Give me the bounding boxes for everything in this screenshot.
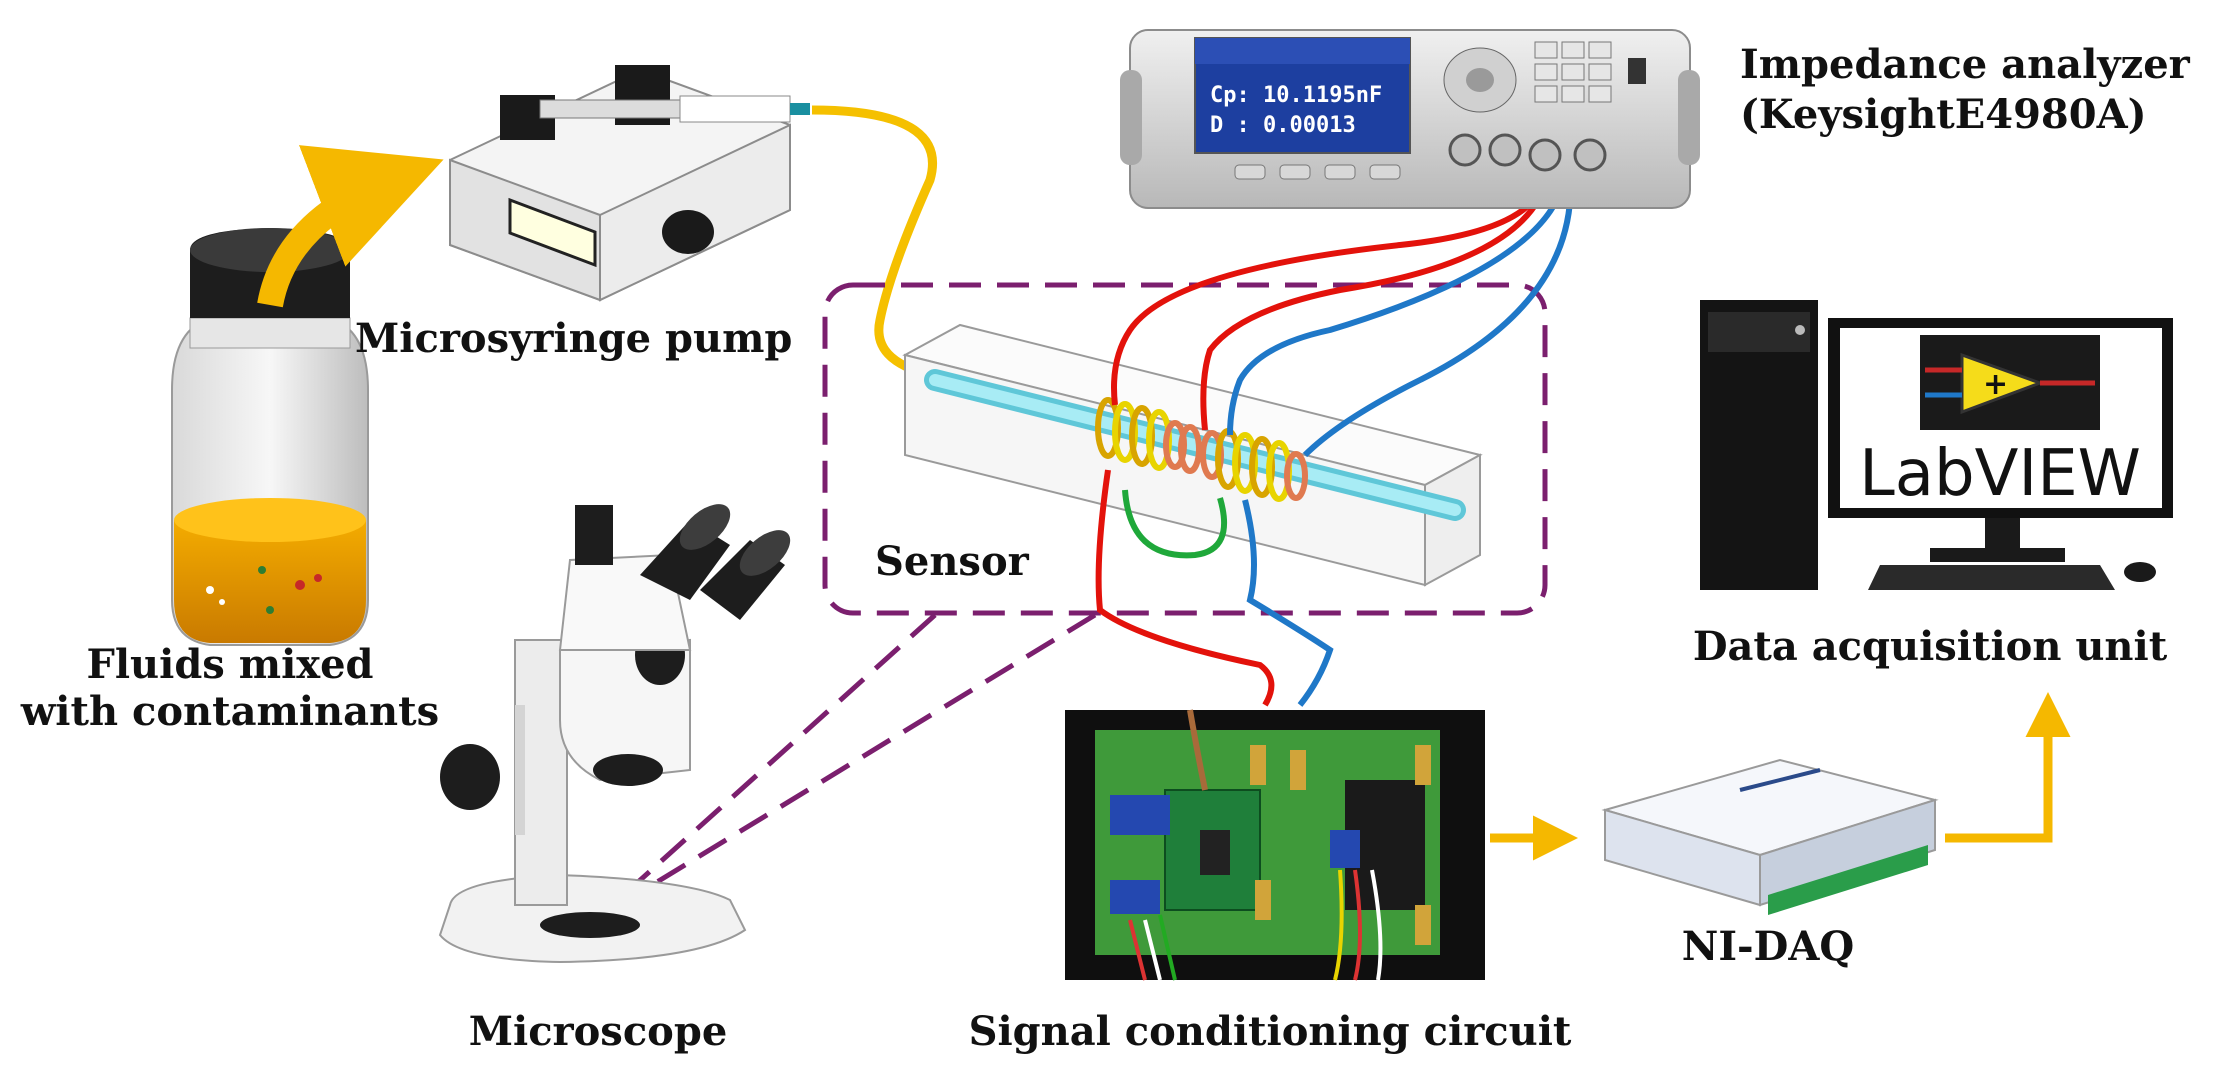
label-sensor: Sensor xyxy=(875,538,1030,585)
label-impedance-line1: Impedance analyzer xyxy=(1740,41,2191,88)
label-data-acquisition: Data acquisition unit xyxy=(1693,623,2168,670)
labview-logo-text: LabVIEW xyxy=(1859,437,2141,511)
label-ni-daq: NI-DAQ xyxy=(1682,923,1854,970)
flow-arrow-to-pump xyxy=(257,145,444,308)
label-microscope: Microscope xyxy=(469,1008,728,1055)
svg-text:+: + xyxy=(1983,367,2008,402)
sensor-coil-right xyxy=(1200,428,1308,502)
analyzer-wires xyxy=(1095,169,1574,707)
sensor-body xyxy=(902,323,1483,587)
inlet-tubing xyxy=(811,105,946,383)
flow-arrow-to-computer xyxy=(1945,692,2071,843)
sensor-dashed-box xyxy=(822,282,1548,616)
microscope-view-lines xyxy=(596,612,1097,921)
label-fluids-line1: Fluids mixed xyxy=(86,641,373,688)
microscope xyxy=(438,504,791,964)
impedance-analyzer: Cp: 10.1195nF D : 0.00013 xyxy=(1120,29,1700,209)
data-acquisition-computer: + LabVIEW xyxy=(1700,300,2173,590)
label-fluids-line2: with contaminants xyxy=(20,688,439,735)
ni-daq-device xyxy=(1601,758,1939,915)
sensor-coil-left xyxy=(1095,397,1202,474)
label-microsyringe-pump: Microsyringe pump xyxy=(355,315,792,362)
lcr-d-readout: D : 0.00013 xyxy=(1210,113,1356,138)
label-impedance-line2: (KeysightE4980A) xyxy=(1740,91,2147,138)
lcr-cp-readout: Cp: 10.1195nF xyxy=(1210,83,1382,108)
signal-conditioning-board xyxy=(1065,709,1485,981)
label-signal-conditioning: Signal conditioning circuit xyxy=(969,1008,1572,1055)
microsyringe-pump xyxy=(449,65,810,302)
